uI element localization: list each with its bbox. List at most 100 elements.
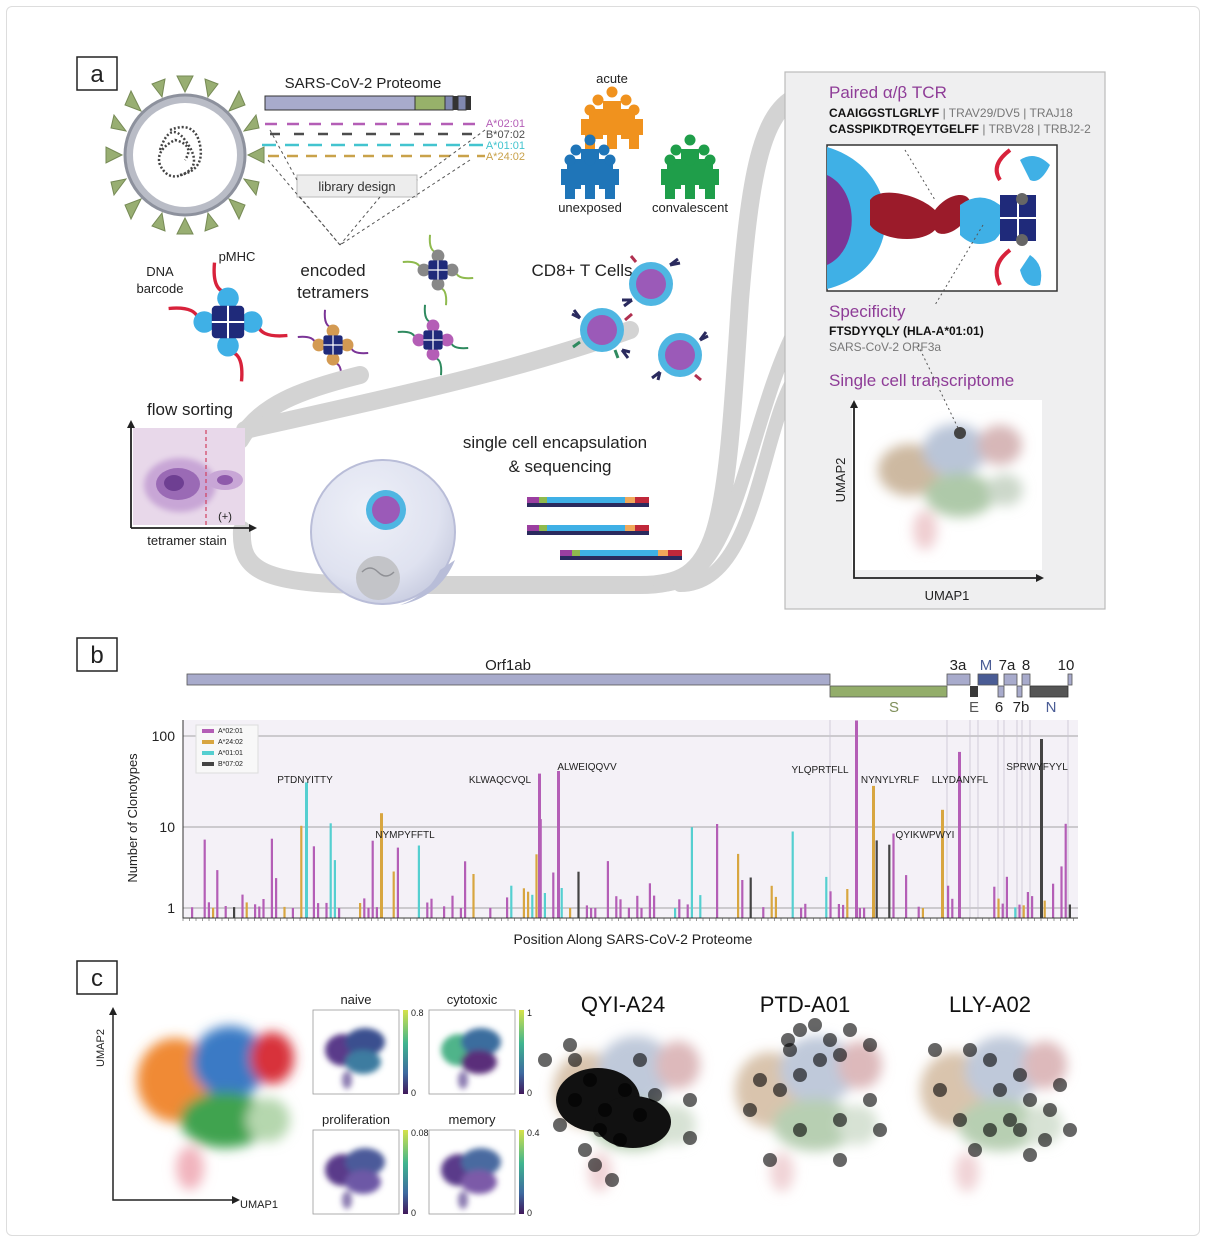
bar (1022, 905, 1025, 918)
flow-arrows (231, 86, 809, 594)
gene-label-3a: 3a (950, 657, 967, 674)
cell-dot (863, 1093, 877, 1107)
panel-b-label: b (90, 642, 103, 669)
bar (842, 904, 845, 918)
bar (770, 885, 773, 918)
cell-dot (1038, 1133, 1052, 1147)
cell-dot (793, 1123, 807, 1137)
bar (762, 907, 765, 918)
bar (275, 878, 278, 918)
cell-dot (568, 1093, 582, 1107)
feature-plot-title: proliferation (322, 1112, 390, 1127)
panel-a: a (76, 56, 1106, 610)
cell-dot (993, 1083, 1007, 1097)
colorbar-max: 1 (527, 1008, 532, 1018)
bar-llydanyfl (958, 751, 961, 918)
cell-dot (588, 1158, 602, 1172)
bar (417, 845, 420, 918)
cell-dot (633, 1108, 647, 1122)
cell-dot (683, 1093, 697, 1107)
bar (522, 888, 525, 918)
bar (325, 902, 328, 918)
legend-label: A*24:02 (218, 739, 243, 746)
tetramer-icon (397, 304, 469, 376)
legend-swatch (202, 729, 214, 733)
bar-qyikwpwyi (941, 809, 944, 918)
colorbar (519, 1130, 524, 1214)
cell-dot (605, 1173, 619, 1187)
people-unexposed-icon (561, 134, 619, 199)
bar (716, 824, 719, 918)
cell-dot (963, 1043, 977, 1057)
legend-swatch (202, 762, 214, 766)
tetramer-icon (297, 309, 369, 381)
bar (300, 825, 303, 918)
gene-label-orf1ab: Orf1ab (485, 657, 531, 674)
feature-plot-title: naive (340, 992, 371, 1007)
cell-dot (563, 1038, 577, 1052)
bar (291, 907, 294, 918)
tetramer-icon (168, 262, 288, 382)
epitope-label: QYIKWPWYI (896, 830, 955, 841)
panel-b-label-box (76, 637, 118, 672)
chart-bars (191, 720, 1071, 918)
colorbar (403, 1130, 408, 1214)
bar (191, 907, 194, 918)
cell-dot (613, 1133, 627, 1147)
colorbar-max: 0.08 (411, 1128, 429, 1138)
bar (283, 906, 286, 918)
allele-label: A*01:01 (486, 140, 525, 152)
bar (430, 898, 433, 918)
feature-plot-title: memory (449, 1112, 496, 1127)
bar (258, 906, 261, 918)
feature-plots: naive0.80cytotoxic10proliferation0.080me… (312, 992, 540, 1218)
bar (619, 899, 622, 918)
epitope-label: LLYDANYFL (932, 775, 989, 786)
bar (203, 839, 206, 918)
legend-swatch (202, 751, 214, 755)
cell-dot (833, 1048, 847, 1062)
chart-y-axis-label: Number of Clonotypes (125, 753, 140, 883)
bar-sprwyfyyl (1040, 739, 1043, 918)
epitope-label: ALWEIQQVV (557, 762, 617, 773)
cell-dot (793, 1023, 807, 1037)
cell-dot (1013, 1123, 1027, 1137)
bar (917, 906, 920, 918)
cell-dot (753, 1073, 767, 1087)
bar (1031, 896, 1034, 918)
cohort-convalescent: convalescent (652, 200, 728, 215)
epitope-plot-title: PTD-A01 (760, 992, 850, 1017)
bar (892, 833, 895, 918)
bar (829, 891, 832, 918)
y-tick-label: 1 (167, 900, 175, 916)
paired-tcr-title: Paired α/β TCR (829, 83, 947, 102)
legend-label: A*01:01 (218, 750, 243, 757)
cell-dot (793, 1068, 807, 1082)
people-convalescent-icon (661, 134, 719, 199)
gene-label-n: N (1046, 699, 1057, 716)
panel-c: c UMAP1 UMAP2 naive0.80cytotoxic10prolif… (76, 960, 1077, 1218)
y-tick-label: 100 (152, 728, 176, 744)
bar (270, 838, 273, 918)
gene-label-7a: 7a (999, 657, 1016, 674)
bar (1060, 866, 1063, 918)
bar (464, 861, 467, 918)
chart-gridlines (183, 720, 1078, 918)
cell-dot (553, 1118, 567, 1132)
umap-main (850, 344, 1044, 582)
colorbar-max: 0.4 (527, 1128, 540, 1138)
cell-dot (598, 1103, 612, 1117)
bar (254, 904, 257, 918)
sequencing-reads (527, 497, 682, 560)
bar (825, 876, 828, 918)
cell-dot (538, 1053, 552, 1067)
library-design-label: library design (318, 179, 395, 194)
cell-dot (1023, 1093, 1037, 1107)
umap2-label: UMAP2 (833, 458, 848, 503)
bar (1052, 883, 1055, 918)
bar (997, 898, 1000, 918)
cohort-acute: acute (596, 71, 628, 86)
